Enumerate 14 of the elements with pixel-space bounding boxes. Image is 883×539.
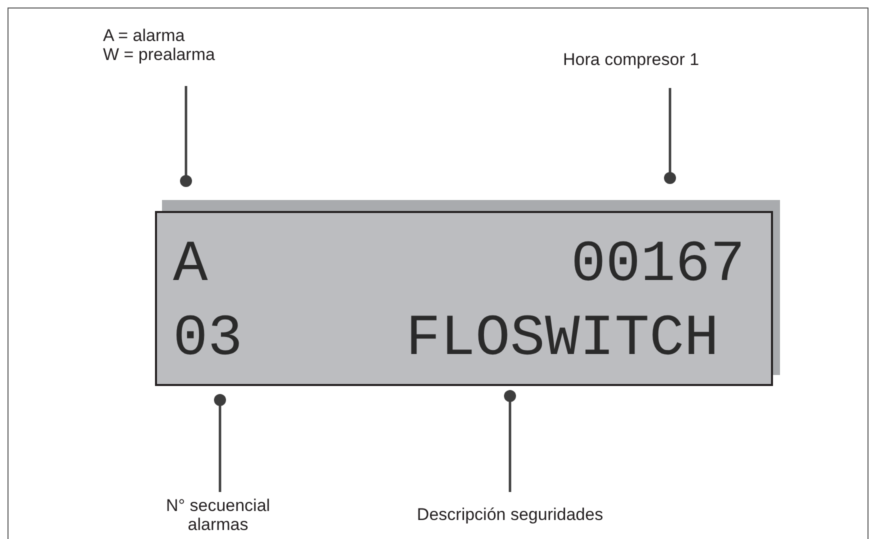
lcd-display	[155, 211, 773, 386]
annotation-text: A = alarma	[103, 26, 185, 45]
annotation-text: Hora compresor 1	[563, 50, 700, 69]
leader-line	[504, 390, 516, 492]
leader-line	[214, 394, 226, 492]
display-text: A	[173, 237, 208, 295]
display-text: 00167	[570, 237, 745, 295]
display-text: FLOSWITCH	[406, 311, 719, 369]
annotation-text: W = prealarma	[103, 45, 215, 64]
leader-line	[180, 86, 192, 187]
leader-line	[664, 88, 676, 184]
annotation-text: N° secuencial alarmas	[164, 496, 272, 534]
annotation-text: Descripción seguridades	[416, 505, 604, 524]
display-text: 03	[173, 311, 243, 369]
